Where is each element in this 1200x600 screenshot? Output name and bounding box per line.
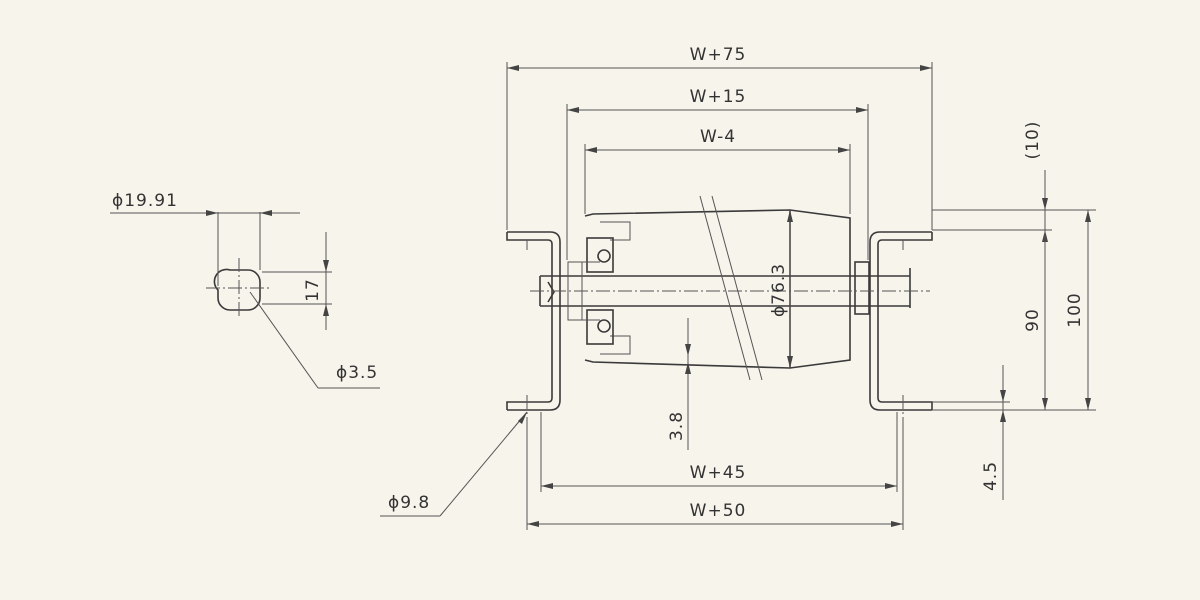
offset-label: 3.8	[667, 411, 687, 441]
bracket-outer-label: W+50	[690, 501, 747, 521]
height-inner-label: 90	[1023, 308, 1043, 332]
clearance-label: (10)	[1023, 121, 1043, 160]
roller-diameter-label: ϕ76.3	[769, 263, 789, 317]
dimension-lines	[380, 62, 1096, 530]
tube-width-label: W+15	[690, 87, 747, 107]
roller-body	[506, 195, 933, 420]
overall-width-label: W+75	[690, 45, 747, 65]
pin-hole-label: ϕ3.5	[336, 363, 378, 383]
bearing-span-label: W-4	[700, 127, 736, 147]
bracket-thickness-label: 4.5	[981, 461, 1001, 491]
bracket-inner-label: W+45	[690, 463, 747, 483]
shaft-end-detail	[110, 210, 380, 389]
height-outer-label: 100	[1065, 292, 1085, 327]
shaft-diameter-label: ϕ19.91	[112, 191, 178, 211]
flat-width-label: 17	[303, 278, 323, 302]
mount-hole-label: ϕ9.8	[388, 493, 430, 513]
